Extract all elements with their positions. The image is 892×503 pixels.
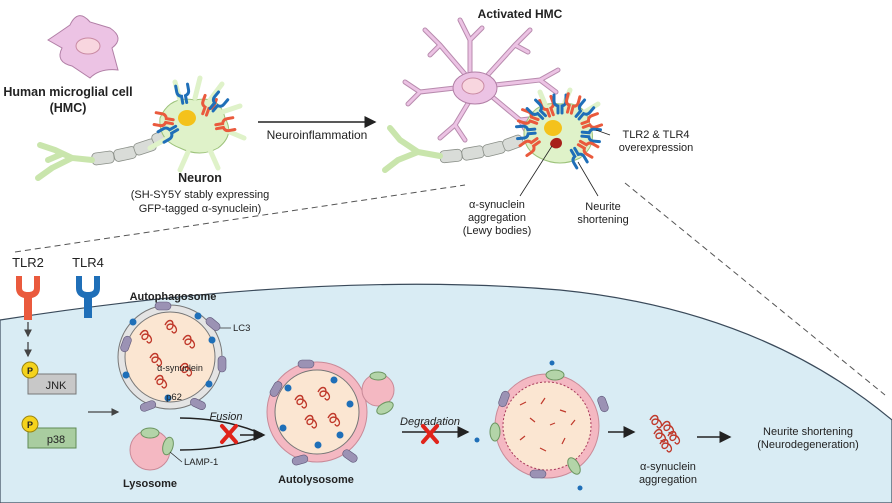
activated-hmc — [402, 17, 561, 143]
autophagosome — [117, 301, 227, 412]
hmc-cell — [47, 15, 119, 79]
jnk-label: JNK — [46, 380, 67, 392]
tlr-pointer — [595, 129, 611, 136]
neuron-cell-right — [382, 87, 604, 173]
neurite-1: Neurite — [585, 201, 620, 213]
degraded-vesicle — [474, 360, 609, 491]
p38-label: p38 — [47, 434, 65, 446]
neuron-desc-1: (SH-SY5Y stably expressing — [131, 189, 270, 201]
lysosome-label: Lysosome — [123, 478, 177, 490]
tlr4-label: TLR4 — [72, 255, 104, 270]
neurite-pointer — [577, 161, 599, 197]
zoom-line-right — [624, 182, 886, 396]
hmc-abbr: (HMC) — [50, 101, 87, 115]
lamp1-pointer — [169, 451, 183, 463]
aggregation-3: (Lewy bodies) — [463, 225, 531, 237]
zoom-line-left — [14, 184, 466, 253]
outcome-2: (Neurodegeneration) — [757, 439, 859, 451]
autolysosome — [266, 359, 395, 466]
outcome-1: Neurite shortening — [763, 426, 853, 438]
p38-phospho — [21, 415, 77, 449]
lamp1-label: LAMP-1 — [184, 457, 218, 468]
lysosome — [129, 427, 174, 471]
activated-hmc-label: Activated HMC — [478, 7, 563, 21]
aggregation-2: aggregation — [468, 212, 526, 224]
aggregation-1: α-synuclein — [469, 199, 525, 211]
jnk-phospho-p: P — [27, 366, 33, 376]
lc3-label: LC3 — [233, 323, 250, 334]
fusion-label: Fusion — [209, 411, 242, 423]
synuclein-label: α-synuclein — [157, 363, 203, 373]
aggregation-pointer — [519, 145, 553, 197]
cytoplasm-region — [0, 283, 892, 503]
tlr2-receptor — [16, 276, 40, 320]
p62-label: p62 — [166, 392, 182, 403]
tlr4-receptor — [76, 276, 100, 318]
pathway-aggregation-2: aggregation — [639, 474, 697, 486]
autolysosome-label: Autolysosome — [278, 474, 354, 486]
autophagosome-label: Autophagosome — [130, 291, 217, 303]
hmc-label: Human microglial cell — [3, 85, 132, 99]
tlr-overexpression-1: TLR2 & TLR4 — [622, 129, 689, 141]
neuroinflammation-label: Neuroinflammation — [267, 128, 368, 142]
p38-phospho-p: P — [27, 420, 33, 430]
neurite-2: shortening — [577, 214, 628, 226]
fusion-blocked-x — [220, 424, 238, 444]
tlr-overexpression-2: overexpression — [619, 142, 694, 154]
tlr2-label: TLR2 — [12, 255, 44, 270]
jnk-phospho — [21, 361, 77, 395]
degradation-blocked-x — [421, 424, 439, 444]
neuron-desc-2: GFP-tagged α-synuclein) — [139, 203, 262, 215]
neuron-label: Neuron — [178, 171, 222, 185]
neuron-cell-left — [35, 75, 247, 181]
pathway-aggregation-1: α-synuclein — [640, 461, 696, 473]
degradation-label: Degradation — [400, 416, 460, 428]
